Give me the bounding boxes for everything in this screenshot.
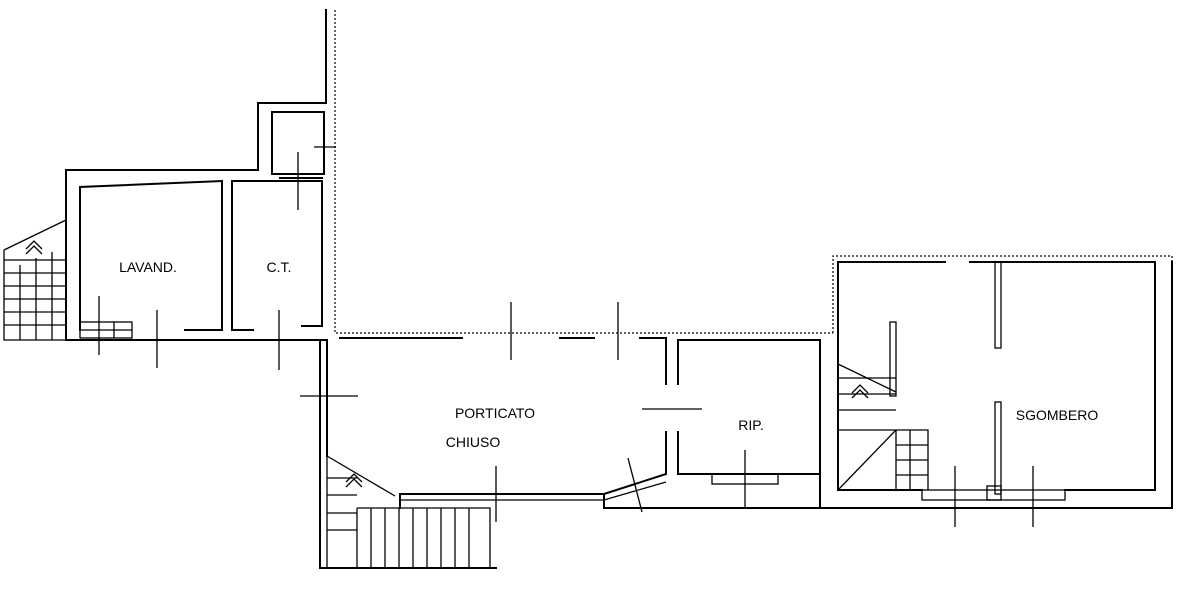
left-block-walls <box>65 9 336 370</box>
ripostiglio-walls <box>642 339 821 509</box>
sgombero-walls <box>819 261 1173 527</box>
room-label-porticato: PORTICATO <box>455 405 535 421</box>
room-label-chiuso: CHIUSO <box>446 434 501 450</box>
room-label-sgombero: SGOMBERO <box>1016 407 1099 423</box>
stair-sgombero <box>837 363 929 491</box>
room-label-lavanderia: LAVAND. <box>119 259 177 275</box>
stair-left <box>3 219 67 341</box>
room-label-ripostiglio: RIP. <box>738 417 763 433</box>
room-label-centrale-termica: C.T. <box>267 259 292 275</box>
porticato-walls <box>300 302 821 569</box>
dotted-boundary <box>334 10 1173 334</box>
stair-porticato <box>326 455 491 568</box>
